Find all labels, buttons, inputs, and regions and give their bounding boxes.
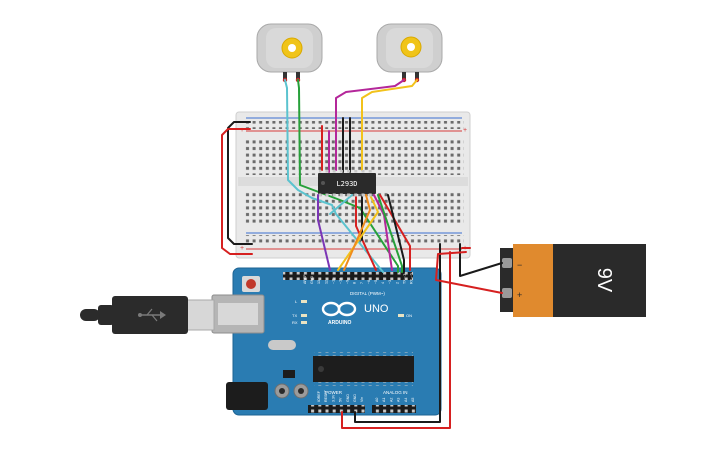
svg-text:+: + bbox=[463, 127, 467, 134]
pin-label: 2 bbox=[395, 282, 399, 284]
wire-purple-in1[interactable] bbox=[317, 194, 331, 271]
pin-label: 3.3V bbox=[331, 394, 335, 402]
pin-label: 4 bbox=[381, 282, 385, 284]
pin-label: Vin bbox=[360, 397, 364, 402]
arduino-logo-icon bbox=[321, 301, 357, 317]
wire-cyan-in[interactable] bbox=[329, 194, 353, 215]
arduino-brand-label: ARDUINO bbox=[328, 320, 351, 326]
pin-label: ~11 bbox=[331, 278, 335, 284]
wire-red-battery-pos[interactable] bbox=[435, 251, 503, 294]
wire-green-in[interactable] bbox=[377, 194, 403, 273]
battery-voltage-label: 9V bbox=[593, 268, 615, 293]
pin-label: ~3 bbox=[388, 280, 392, 284]
motor-right[interactable] bbox=[376, 23, 443, 83]
pin-label: TX→1 bbox=[402, 274, 406, 284]
arduino-uno-board[interactable] bbox=[211, 267, 442, 416]
arduino-model-label: UNO bbox=[364, 303, 389, 315]
wire-green-motor-left[interactable] bbox=[297, 79, 399, 273]
battery-minus-label: − bbox=[517, 260, 522, 270]
pin-label: 8 bbox=[353, 282, 357, 284]
pin-label: GND bbox=[346, 394, 350, 402]
wire-red-5v[interactable] bbox=[341, 251, 451, 429]
pin-label: AREF bbox=[303, 274, 307, 284]
power-header-label: POWER bbox=[325, 390, 343, 395]
led-label-tx: TX bbox=[292, 313, 297, 318]
wire-red-en2[interactable] bbox=[379, 194, 411, 271]
pin-label: A3 bbox=[397, 398, 401, 402]
wires bbox=[221, 79, 503, 429]
wire-cyan-motor-left[interactable] bbox=[284, 79, 384, 273]
pin-label: 13 bbox=[317, 280, 321, 284]
led-label-l: L bbox=[295, 299, 298, 304]
pin-label: RX←0 bbox=[410, 273, 414, 284]
chip-label: L293D bbox=[336, 180, 357, 188]
pin-label: A0 bbox=[375, 398, 379, 402]
analog-header-label: ANALOG IN bbox=[383, 390, 408, 395]
gear-icon bbox=[281, 37, 303, 59]
svg-text:+: + bbox=[240, 127, 244, 134]
pin-label: ~10 bbox=[339, 278, 343, 284]
pin-label: RESET bbox=[324, 389, 328, 402]
motor-left[interactable] bbox=[256, 23, 323, 83]
led-label-on: ON bbox=[406, 313, 412, 318]
pin-label: A1 bbox=[382, 398, 386, 402]
battery-9v[interactable] bbox=[500, 244, 646, 317]
wire-yellow-motor-right[interactable] bbox=[361, 79, 418, 171]
gear-icon bbox=[400, 36, 422, 58]
wire-black-rail-loop[interactable] bbox=[227, 121, 253, 245]
pin-label: 12 bbox=[324, 280, 328, 284]
pin-label: IOREF bbox=[317, 390, 321, 402]
wire-black-gnd-4[interactable] bbox=[387, 194, 405, 273]
pin-label: ~5 bbox=[374, 280, 378, 284]
digital-header-label: DIGITAL (PWM~) bbox=[350, 291, 385, 296]
svg-text:+: + bbox=[240, 245, 244, 252]
pin-label: ~9 bbox=[346, 280, 350, 284]
pin-label: ~6 bbox=[367, 280, 371, 284]
wire-black-battery-neg[interactable] bbox=[459, 243, 503, 277]
usb-cable[interactable] bbox=[80, 296, 215, 334]
wire-red-rail-loop[interactable] bbox=[221, 128, 253, 255]
wire-red-en[interactable] bbox=[355, 194, 377, 271]
pin-label: A5 bbox=[411, 398, 415, 402]
battery-plus-label: + bbox=[517, 290, 522, 300]
pin-label: GND bbox=[353, 394, 357, 402]
pin-label: 5V bbox=[339, 397, 343, 402]
pin-label: A4 bbox=[404, 398, 408, 402]
led-label-rx: RX bbox=[292, 320, 298, 325]
usb-icon bbox=[138, 308, 166, 322]
pin-label: A2 bbox=[389, 398, 393, 402]
wire-orange-in3[interactable] bbox=[343, 194, 371, 271]
wire-magenta-motor-right[interactable] bbox=[335, 79, 405, 171]
pin-label: GND bbox=[310, 276, 314, 284]
wire-black-gnd-arduino[interactable] bbox=[354, 243, 441, 423]
l293d-chip[interactable] bbox=[318, 170, 376, 197]
pin-label: 7 bbox=[360, 282, 364, 284]
